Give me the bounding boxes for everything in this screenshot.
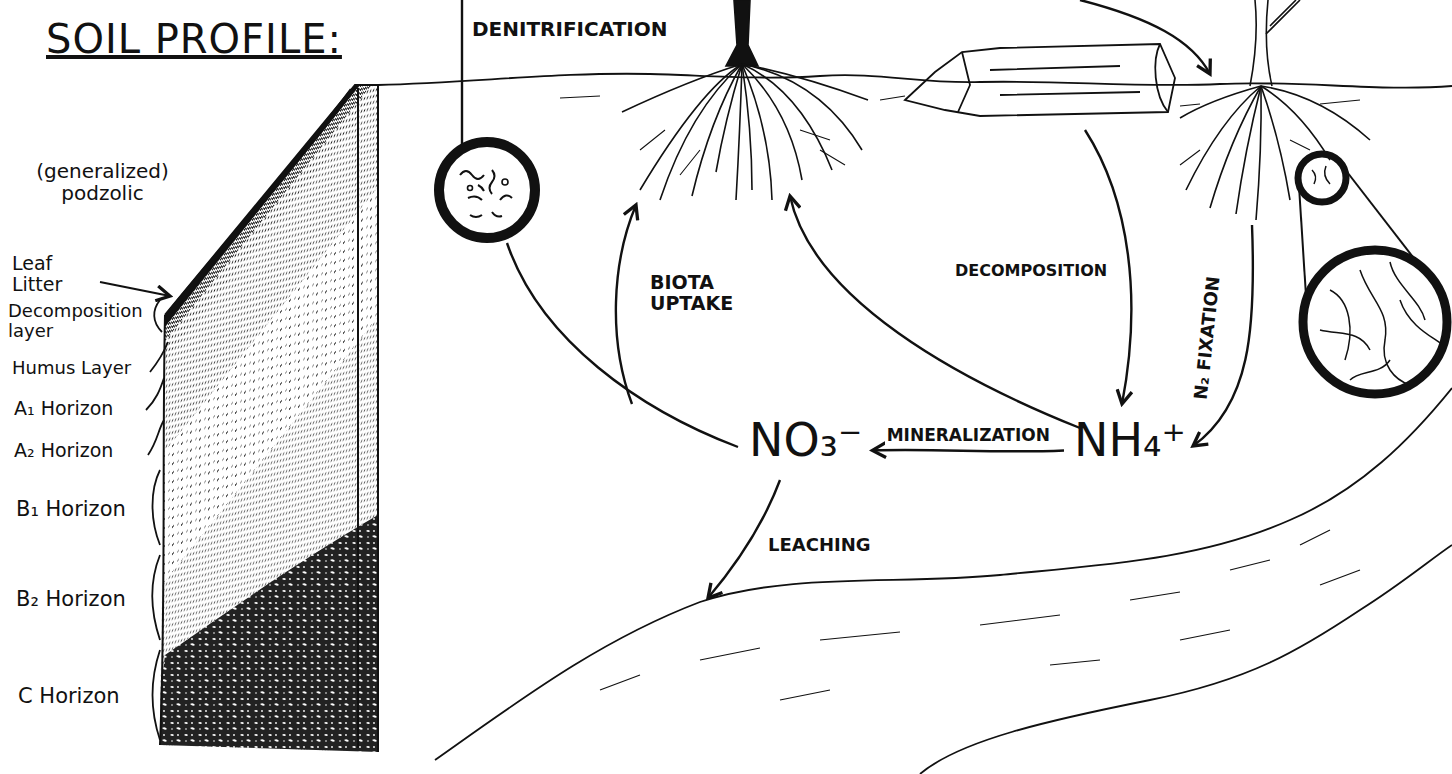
root-nodule-zoom xyxy=(1298,154,1447,394)
process-label: DECOMPOSITION xyxy=(955,262,1107,280)
tree-roots xyxy=(726,0,758,66)
cycle-arrows xyxy=(507,130,1253,598)
river xyxy=(920,545,1452,774)
tree-roots xyxy=(1180,86,1261,118)
root-nodule-zoom xyxy=(1312,166,1330,184)
microbe-circle xyxy=(460,170,512,217)
soil-block-outline xyxy=(165,85,378,315)
soil-block-outline xyxy=(160,85,378,752)
tree-roots xyxy=(742,64,772,200)
tree-roots xyxy=(640,130,845,175)
diagram-title: SOIL PROFILE: xyxy=(46,12,348,66)
layer-brackets xyxy=(150,342,168,372)
horizon-label: A₁ Horizon xyxy=(14,398,113,419)
microbe-circle xyxy=(468,186,473,191)
ion-formula: NH₄⁺ xyxy=(1074,414,1186,467)
tree-roots xyxy=(1266,0,1272,86)
river xyxy=(600,530,1360,700)
cycle-connector xyxy=(872,450,1064,451)
layer-brackets xyxy=(148,420,164,455)
tree-roots xyxy=(742,64,862,150)
process-label: BIOTA UPTAKE xyxy=(650,272,750,314)
soil-profile-block xyxy=(100,265,420,774)
tree-roots xyxy=(640,64,742,190)
layer-brackets xyxy=(153,555,161,640)
horizon-label: A₂ Horizon xyxy=(14,440,113,461)
ground-surface xyxy=(560,96,1360,106)
root-nodule-zoom xyxy=(1298,154,1346,202)
ground-surface xyxy=(378,74,1452,88)
soil-block-outline xyxy=(170,90,352,312)
microbe-circle xyxy=(461,0,463,146)
soil-profile-block xyxy=(100,0,420,774)
tree-roots xyxy=(1210,86,1261,208)
tree-roots xyxy=(1180,0,1370,220)
root-nodule-zoom xyxy=(1299,186,1306,296)
tree-roots xyxy=(622,64,742,112)
soil-block-outline xyxy=(377,85,379,752)
horizon-label: C Horizon xyxy=(18,685,120,708)
layer-label: Humus Layer xyxy=(12,358,131,378)
tree-roots xyxy=(1261,86,1290,200)
layer-brackets xyxy=(154,300,162,332)
tree-roots xyxy=(1250,0,1256,86)
tree-roots xyxy=(1266,0,1300,34)
cycle-arrows xyxy=(616,205,636,404)
tree-roots xyxy=(660,64,742,200)
fallen-log xyxy=(1155,44,1168,112)
layer-label: Leaf Litter xyxy=(12,253,92,295)
tree-roots xyxy=(1180,140,1310,165)
ion-node: NH₄⁺ xyxy=(1070,412,1190,469)
fallen-log xyxy=(905,44,1175,116)
layer-label: Decomposition layer xyxy=(8,301,158,341)
soil-profile-block xyxy=(100,0,420,774)
fallen-log xyxy=(905,44,1175,116)
fallen-log xyxy=(958,52,1140,112)
microbe-circle xyxy=(439,142,535,238)
layer-brackets xyxy=(100,282,170,296)
layer-brackets xyxy=(153,650,161,740)
horizon-label: B₁ Horizon xyxy=(16,498,126,521)
cycle-arrows xyxy=(790,196,1080,428)
root-nodule-zoom xyxy=(1303,250,1447,394)
ion-node: NO₃⁻ xyxy=(745,412,866,469)
tree-roots xyxy=(692,64,742,196)
root-nodule-zoom xyxy=(1320,262,1442,385)
soil-type-note: (generalized) podzolic xyxy=(30,160,175,204)
layer-brackets xyxy=(146,378,164,410)
tree-roots xyxy=(742,64,868,100)
soil-profile-block xyxy=(150,515,378,770)
tree-roots xyxy=(736,64,742,200)
process-label: N₂ FIXATION xyxy=(1191,275,1224,400)
soil-block-outline xyxy=(357,88,359,748)
tree-roots xyxy=(1261,86,1370,140)
horizon-label: B₂ Horizon xyxy=(16,588,126,611)
connector-label: MINERALIZATION xyxy=(885,426,1052,445)
ion-formula: NO₃⁻ xyxy=(749,414,862,467)
tree-roots xyxy=(1261,86,1330,160)
river xyxy=(435,388,1452,774)
tree-roots xyxy=(742,64,752,190)
microbe-circle xyxy=(502,179,508,185)
process-label: LEACHING xyxy=(768,535,871,555)
tree-roots xyxy=(1256,86,1261,220)
layer-brackets xyxy=(153,470,161,545)
process-label: DENITRIFICATION xyxy=(472,18,667,40)
input-arrow xyxy=(1080,0,1210,74)
river xyxy=(435,388,1452,760)
